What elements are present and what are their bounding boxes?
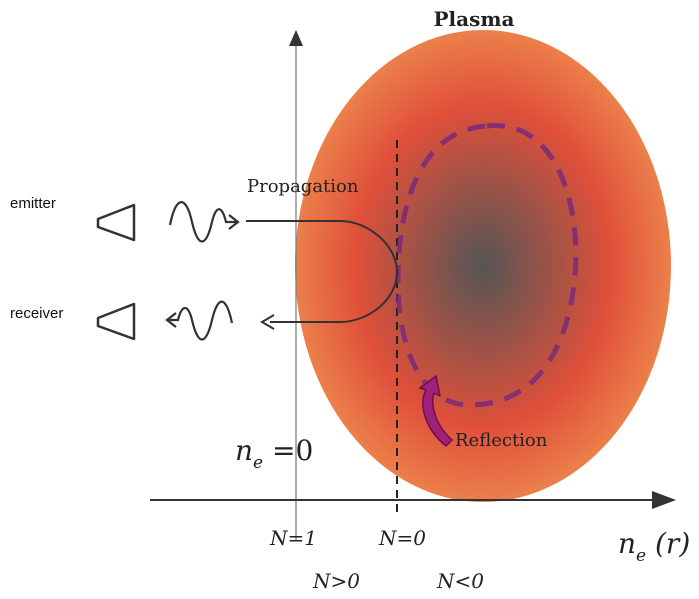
ne-zero-label: ne =0: [235, 434, 313, 473]
n-lt-0-label: N<0: [436, 569, 484, 593]
ne-zero-rest: =0: [263, 434, 313, 467]
emitter-horn-icon: [96, 203, 136, 242]
x-axis-title: ne (r): [618, 527, 690, 566]
propagation-return-arrowhead: [260, 314, 275, 330]
plasma-title: Plasma: [434, 7, 515, 31]
n-eq-1-label: N=1: [269, 526, 317, 550]
emitted-wave-arrowhead: [228, 214, 240, 230]
dashed-flux-loop: [395, 123, 579, 408]
emitted-wave-icon: [168, 201, 236, 243]
emitter-label: emitter: [10, 195, 56, 212]
propagation-label: Propagation: [247, 176, 359, 197]
n-eq-0-label: N=0: [378, 526, 426, 550]
n-gt-0-label: N>0: [312, 569, 360, 593]
received-wave-arrowhead: [165, 312, 177, 328]
receiver-horn-icon: [96, 302, 136, 341]
x-axis-title-base: n: [618, 527, 636, 560]
x-axis-title-sub: e: [636, 546, 646, 566]
x-axis-title-rest: (r): [646, 527, 690, 560]
vertical-axis-arrowhead: [289, 30, 303, 46]
propagation-path: [255, 220, 399, 323]
received-wave-icon: [168, 300, 234, 341]
horizontal-axis-arrowhead: [652, 491, 676, 509]
ne-zero-base: n: [235, 434, 253, 467]
receiver-label: receiver: [10, 305, 63, 322]
reflection-arrow-icon: [419, 375, 453, 447]
plasma-region: [295, 30, 671, 502]
ne-zero-sub: e: [253, 453, 263, 473]
reflection-label: Reflection: [455, 430, 548, 451]
